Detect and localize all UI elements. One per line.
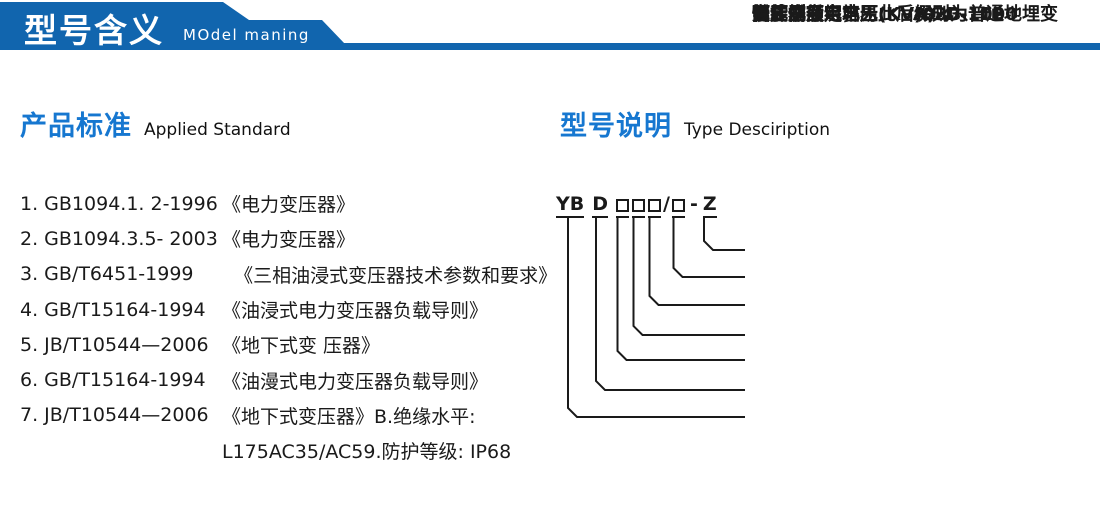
- type-description-heading-zh: 型号说明: [560, 111, 672, 142]
- applied-standard-heading: 产品标准 Applied Standard: [20, 112, 291, 142]
- standard-title: L175AC35/AC59.防护等级: IP68: [222, 441, 512, 464]
- type-description-heading-en: Type Desciription: [684, 120, 830, 140]
- model-code-box-3: [648, 194, 662, 218]
- page-subtitle: MOdel maning: [183, 26, 310, 44]
- label-prefab-substation: 预装式变电站: [752, 4, 860, 25]
- standard-title: 《电力变压器》: [222, 194, 356, 217]
- label-smart-suffix: 智能型后缀，无此后缀则为普通地埋变: [752, 4, 1058, 25]
- model-code: YB D / - Z: [556, 194, 717, 218]
- model-code-z: Z: [702, 194, 717, 218]
- placeholder-box-icon: [648, 199, 662, 212]
- page-title: 型号含义: [24, 11, 164, 50]
- applied-standard-heading-zh: 产品标准: [20, 111, 132, 142]
- label-rated-capacity: 变压器额定容易(KVA)30-1000: [752, 4, 1018, 25]
- label-american-style: 美式: [752, 4, 788, 25]
- placeholder-box-icon: [671, 199, 685, 212]
- standard-title: 《地下式变 压器》: [222, 335, 381, 358]
- list-item: 1. GB1094.1. 2-1996 《电力变压器》: [20, 186, 565, 221]
- list-item: 7. JB/T10544—2006 《地下式变压器》B.绝缘水平:: [20, 398, 565, 433]
- applied-standard-heading-en: Applied Standard: [144, 120, 291, 140]
- standard-title: 《油浸式电力变压器负载导则》: [222, 300, 489, 323]
- standard-code: 3. GB/T6451-1999: [20, 263, 194, 286]
- model-code-d: D: [592, 194, 609, 218]
- standard-code: 2. GB1094.3.5- 2003: [20, 227, 218, 250]
- banner-bar: [0, 43, 1100, 50]
- type-description-heading: 型号说明 Type Desciription: [560, 112, 830, 142]
- model-code-slash: /: [663, 193, 670, 215]
- list-item: 4. GB/T15164-1994 《油浸式电力变压器负载导则》: [20, 292, 565, 327]
- standards-list: 1. GB1094.1. 2-1996 《电力变压器》 2. GB1094.3.…: [20, 186, 565, 468]
- model-code-yb: YB: [556, 194, 585, 218]
- standard-title: 《电力变压器》: [222, 229, 356, 252]
- label-design-serial: 设计序号: [752, 4, 824, 25]
- list-item: 6. GB/T15164-1994 《油漫式电力变压器负载导则》: [20, 362, 565, 397]
- standard-code: 4. GB/T15164-1994: [20, 298, 206, 321]
- placeholder-box-icon: [616, 199, 630, 212]
- model-code-box-1: [616, 194, 630, 218]
- standard-title: 《地下式变压器》B.绝缘水平:: [222, 405, 476, 428]
- standard-code: 7. JB/T10544—2006: [20, 404, 209, 427]
- label-hv-rated-voltage: 高压侧额定电压(KV):6.3、12: [752, 4, 1005, 25]
- standard-code: 1. GB1094.1. 2-1996: [20, 192, 218, 215]
- model-code-dash: -: [689, 193, 698, 215]
- standard-title: 《三相油浸式变压器技术参数和要求》: [222, 264, 558, 287]
- model-code-box-4: [671, 194, 685, 218]
- list-item: 5. JB/T10544—2006 《地下式变 压器》: [20, 327, 565, 362]
- placeholder-box-icon: [632, 199, 646, 212]
- standard-code: 6. GB/T15164-1994: [20, 369, 206, 392]
- model-code-box-2: [632, 194, 646, 218]
- standard-title: 《油漫式电力变压器负载导则》: [222, 370, 489, 393]
- standard-code: 5. JB/T10544—2006: [20, 333, 209, 356]
- list-item: 2. GB1094.3.5- 2003 《电力变压器》: [20, 221, 565, 256]
- list-item: 3. GB/T6451-1999 《三相油浸式变压器技术参数和要求》: [20, 257, 565, 292]
- list-item-continuation: L175AC35/AC59.防护等级: IP68: [20, 433, 565, 468]
- label-lv-rated-voltage: 低压侧额定电压(KV)0.4: [752, 4, 955, 25]
